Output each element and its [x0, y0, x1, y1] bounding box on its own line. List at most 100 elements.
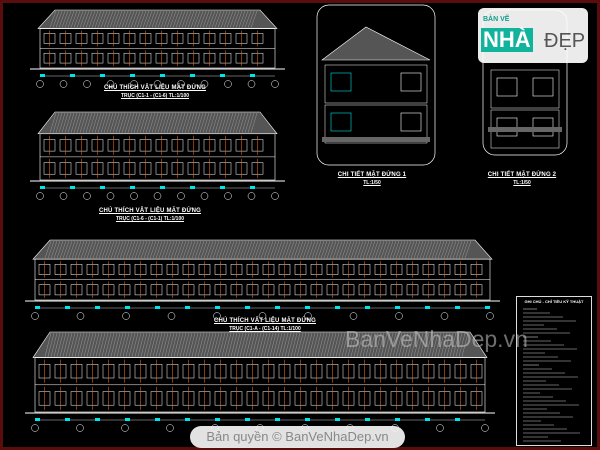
- foundation: [322, 137, 430, 142]
- elevation-2-scale: TRỤC (C1-6 - (C1-1) TL:1/100: [115, 216, 185, 222]
- grid-axis-bubble: [153, 192, 162, 200]
- elevation-2: [30, 111, 285, 200]
- roof: [321, 26, 431, 61]
- window: [532, 77, 554, 97]
- elevation-3-scale: TRỤC (C1-A - (C1-14) TL:1/100: [229, 326, 301, 332]
- dimension-mark: [335, 418, 340, 421]
- dimension-mark: [220, 186, 225, 189]
- dimension-mark: [65, 306, 70, 309]
- dimension-mark: [100, 186, 105, 189]
- grid-axis-bubble: [481, 424, 489, 432]
- window: [330, 112, 352, 132]
- elevation-4: [25, 331, 495, 432]
- grid-axis-bubble: [166, 424, 174, 432]
- grid-axis-bubble: [271, 80, 279, 88]
- dimension-mark: [455, 306, 460, 309]
- grid-axis-bubble: [83, 80, 91, 88]
- copyright-badge: Bản quyền © BanVeNhaDep.vn: [190, 426, 405, 448]
- elevation-3-title: CHÚ THÍCH VẬT LIỆU MẶT ĐỨNG: [213, 318, 317, 324]
- dimension-mark: [70, 186, 75, 189]
- dimension-mark: [215, 306, 220, 309]
- dimension-mark: [425, 418, 430, 421]
- dimension-mark: [130, 74, 135, 77]
- dimension-mark: [250, 186, 255, 189]
- dimension-mark: [215, 418, 220, 421]
- floor: [490, 69, 560, 109]
- grid-axis-bubble: [130, 192, 138, 200]
- grid-axis-bubble: [486, 312, 494, 320]
- grid-axis-bubble: [76, 424, 84, 432]
- grid-axis-bubble: [258, 312, 267, 320]
- grid-axis-bubble: [59, 192, 68, 200]
- grid-axis-bubble: [130, 80, 138, 88]
- grid-axis-bubble: [436, 424, 444, 432]
- grid-axis-bubble: [224, 80, 232, 88]
- detail-frame: [316, 4, 436, 166]
- grid-axis-bubble: [167, 312, 176, 320]
- dimension-mark: [155, 418, 160, 421]
- dimension-mark: [365, 418, 370, 421]
- foundation: [488, 127, 562, 132]
- grid-axis-bubble: [247, 192, 256, 200]
- window: [496, 77, 518, 97]
- logo-right-text: ĐẸP: [544, 30, 586, 52]
- dimension-mark: [245, 306, 250, 309]
- dimension-mark: [485, 306, 490, 309]
- dimension-mark: [40, 74, 45, 77]
- window: [330, 72, 352, 92]
- grid-axis-bubble: [31, 312, 39, 320]
- dimension-mark: [275, 418, 280, 421]
- dimension-mark: [125, 306, 130, 309]
- grid-axis-bubble: [121, 424, 129, 432]
- grid-axis-bubble: [31, 424, 39, 432]
- dimension-mark: [305, 418, 310, 421]
- floor: [324, 64, 428, 104]
- dimension-mark: [70, 74, 75, 77]
- detail-2-title: CHI TIẾT MẶT ĐỨNG 2: [487, 172, 557, 178]
- grid-axis-bubble: [122, 312, 130, 320]
- grid-axis-bubble: [153, 80, 162, 88]
- grid-axis-bubble: [177, 192, 185, 200]
- legend-lines: [523, 308, 580, 442]
- dimension-mark: [250, 74, 255, 77]
- dimension-mark: [305, 306, 310, 309]
- dimension-mark: [245, 418, 250, 421]
- grid-axis-bubble: [200, 80, 209, 88]
- grid-axis-bubble: [200, 192, 209, 200]
- grid-axis-bubble: [36, 80, 44, 88]
- elevation-2-title: CHÚ THÍCH VẬT LIỆU MẶT ĐỨNG: [98, 208, 202, 214]
- dimension-mark: [35, 418, 40, 421]
- window: [400, 72, 422, 92]
- detail-1-scale: TL:1/50: [363, 180, 381, 186]
- grid-axis-bubble: [59, 80, 68, 88]
- dimension-mark: [65, 418, 70, 421]
- grid-axis-bubble: [395, 312, 403, 320]
- dimension-mark: [275, 306, 280, 309]
- elevation-1-title: CHÚ THÍCH VẬT LIỆU MẶT ĐỨNG: [103, 85, 207, 91]
- dimension-mark: [395, 418, 400, 421]
- grid-axis-bubble: [247, 80, 256, 88]
- dimension-mark: [190, 74, 195, 77]
- dimension-mark: [425, 306, 430, 309]
- grid-axis-bubble: [271, 192, 279, 200]
- dimension-mark: [125, 418, 130, 421]
- grid-axis-bubble: [36, 192, 44, 200]
- dimension-mark: [160, 74, 165, 77]
- dimension-mark: [130, 186, 135, 189]
- dimension-mark: [40, 186, 45, 189]
- elevation-1-scale: TRỤC (C1-1 - (C1-6) TL:1/100: [120, 93, 190, 99]
- dimension-mark: [35, 306, 40, 309]
- dimension-mark: [155, 306, 160, 309]
- dimension-mark: [185, 418, 190, 421]
- grid-axis-bubble: [304, 312, 312, 320]
- dimension-mark: [190, 186, 195, 189]
- dimension-mark: [220, 74, 225, 77]
- grid-axis-bubble: [213, 312, 221, 320]
- grid-axis-bubble: [106, 80, 115, 88]
- dimension-mark: [335, 306, 340, 309]
- grid-axis-bubble: [440, 312, 449, 320]
- grid-axis-bubble: [76, 312, 85, 320]
- dimension-mark: [160, 186, 165, 189]
